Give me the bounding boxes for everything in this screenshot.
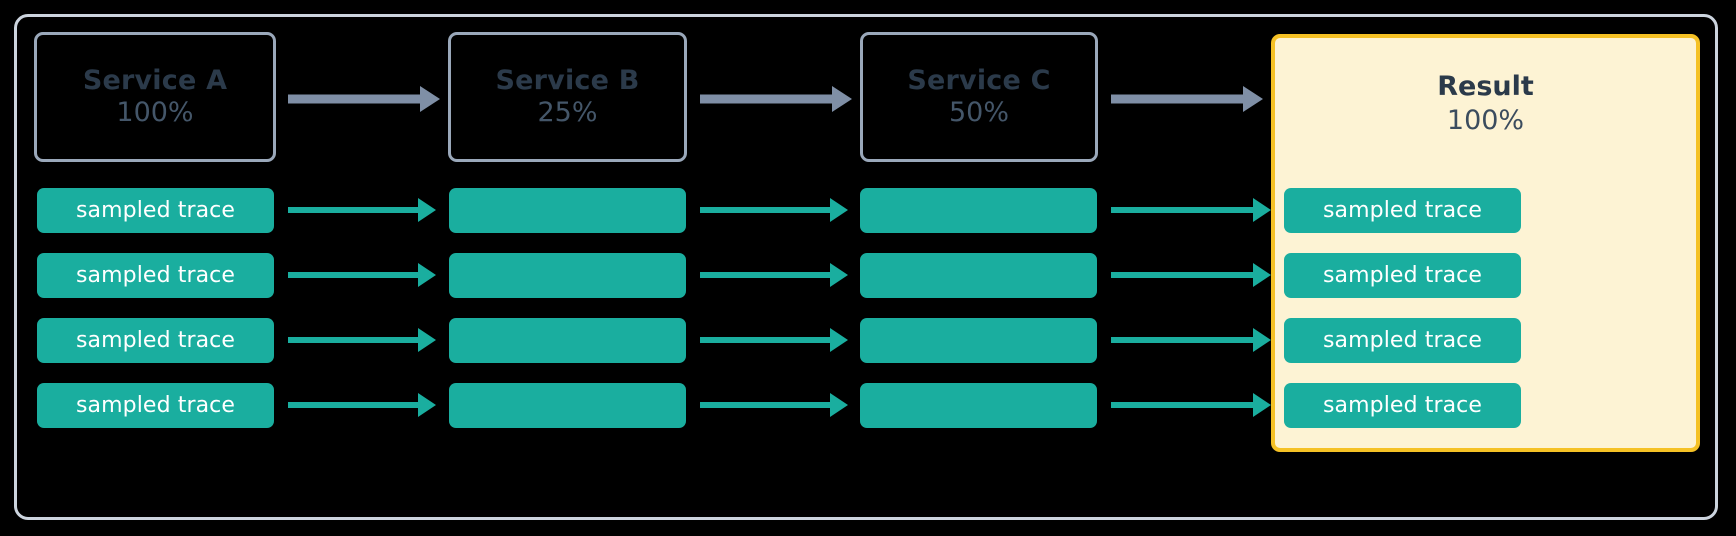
arrow-head [1253,328,1271,352]
arrow-shaft [1111,402,1253,408]
arrow-shaft [1111,94,1243,104]
trace-bar[interactable]: sampled trace [1284,383,1521,428]
trace-bar[interactable]: sampled trace [37,188,274,233]
trace-bar[interactable] [449,253,686,298]
trace-bar[interactable] [860,253,1097,298]
arrow-head [830,263,848,287]
arrow-head [830,393,848,417]
arrow-shaft [288,94,420,104]
arrow-shaft [700,207,830,213]
diagram-outer-frame [14,14,1718,520]
stage-percent: 100% [1446,105,1525,136]
arrow-head [420,86,440,112]
trace-bar[interactable]: sampled trace [37,383,274,428]
stage-percent: 100% [116,97,194,128]
arrow-head [418,393,436,417]
arrow-head [1253,393,1271,417]
arrow-head [418,198,436,222]
trace-bar[interactable] [449,383,686,428]
arrow-head [830,328,848,352]
stage-box-result[interactable]: Result 100% [1271,34,1700,452]
arrow-head [830,198,848,222]
trace-bar[interactable] [449,188,686,233]
arrow-head [418,263,436,287]
arrow-shaft [1111,207,1253,213]
trace-bar[interactable]: sampled trace [1284,318,1521,363]
arrow-shaft [700,337,830,343]
arrow-shaft [1111,272,1253,278]
arrow-shaft [288,337,418,343]
arrow-head [832,86,852,112]
stage-box-service-c[interactable]: Service C 50% [860,32,1098,162]
trace-bar[interactable]: sampled trace [37,253,274,298]
trace-bar[interactable]: sampled trace [37,318,274,363]
stage-title: Service A [82,64,228,96]
arrow-head [1253,263,1271,287]
trace-bar[interactable] [860,318,1097,363]
stage-box-service-b[interactable]: Service B 25% [448,32,687,162]
arrow-head [418,328,436,352]
stage-title: Service C [907,64,1051,96]
trace-bar[interactable] [860,383,1097,428]
arrow-shaft [700,94,832,104]
trace-bar[interactable] [860,188,1097,233]
arrow-shaft [700,402,830,408]
arrow-shaft [700,272,830,278]
stage-percent: 25% [537,97,598,128]
arrow-shaft [288,207,418,213]
stage-title: Service B [495,64,640,96]
trace-bar[interactable] [449,318,686,363]
trace-bar[interactable]: sampled trace [1284,188,1521,233]
arrow-shaft [1111,337,1253,343]
stage-title: Result [1437,71,1534,102]
arrow-shaft [288,402,418,408]
arrow-head [1253,198,1271,222]
arrow-shaft [288,272,418,278]
arrow-head [1243,86,1263,112]
trace-bar[interactable]: sampled trace [1284,253,1521,298]
stage-percent: 50% [948,97,1009,128]
stage-box-service-a[interactable]: Service A 100% [34,32,276,162]
